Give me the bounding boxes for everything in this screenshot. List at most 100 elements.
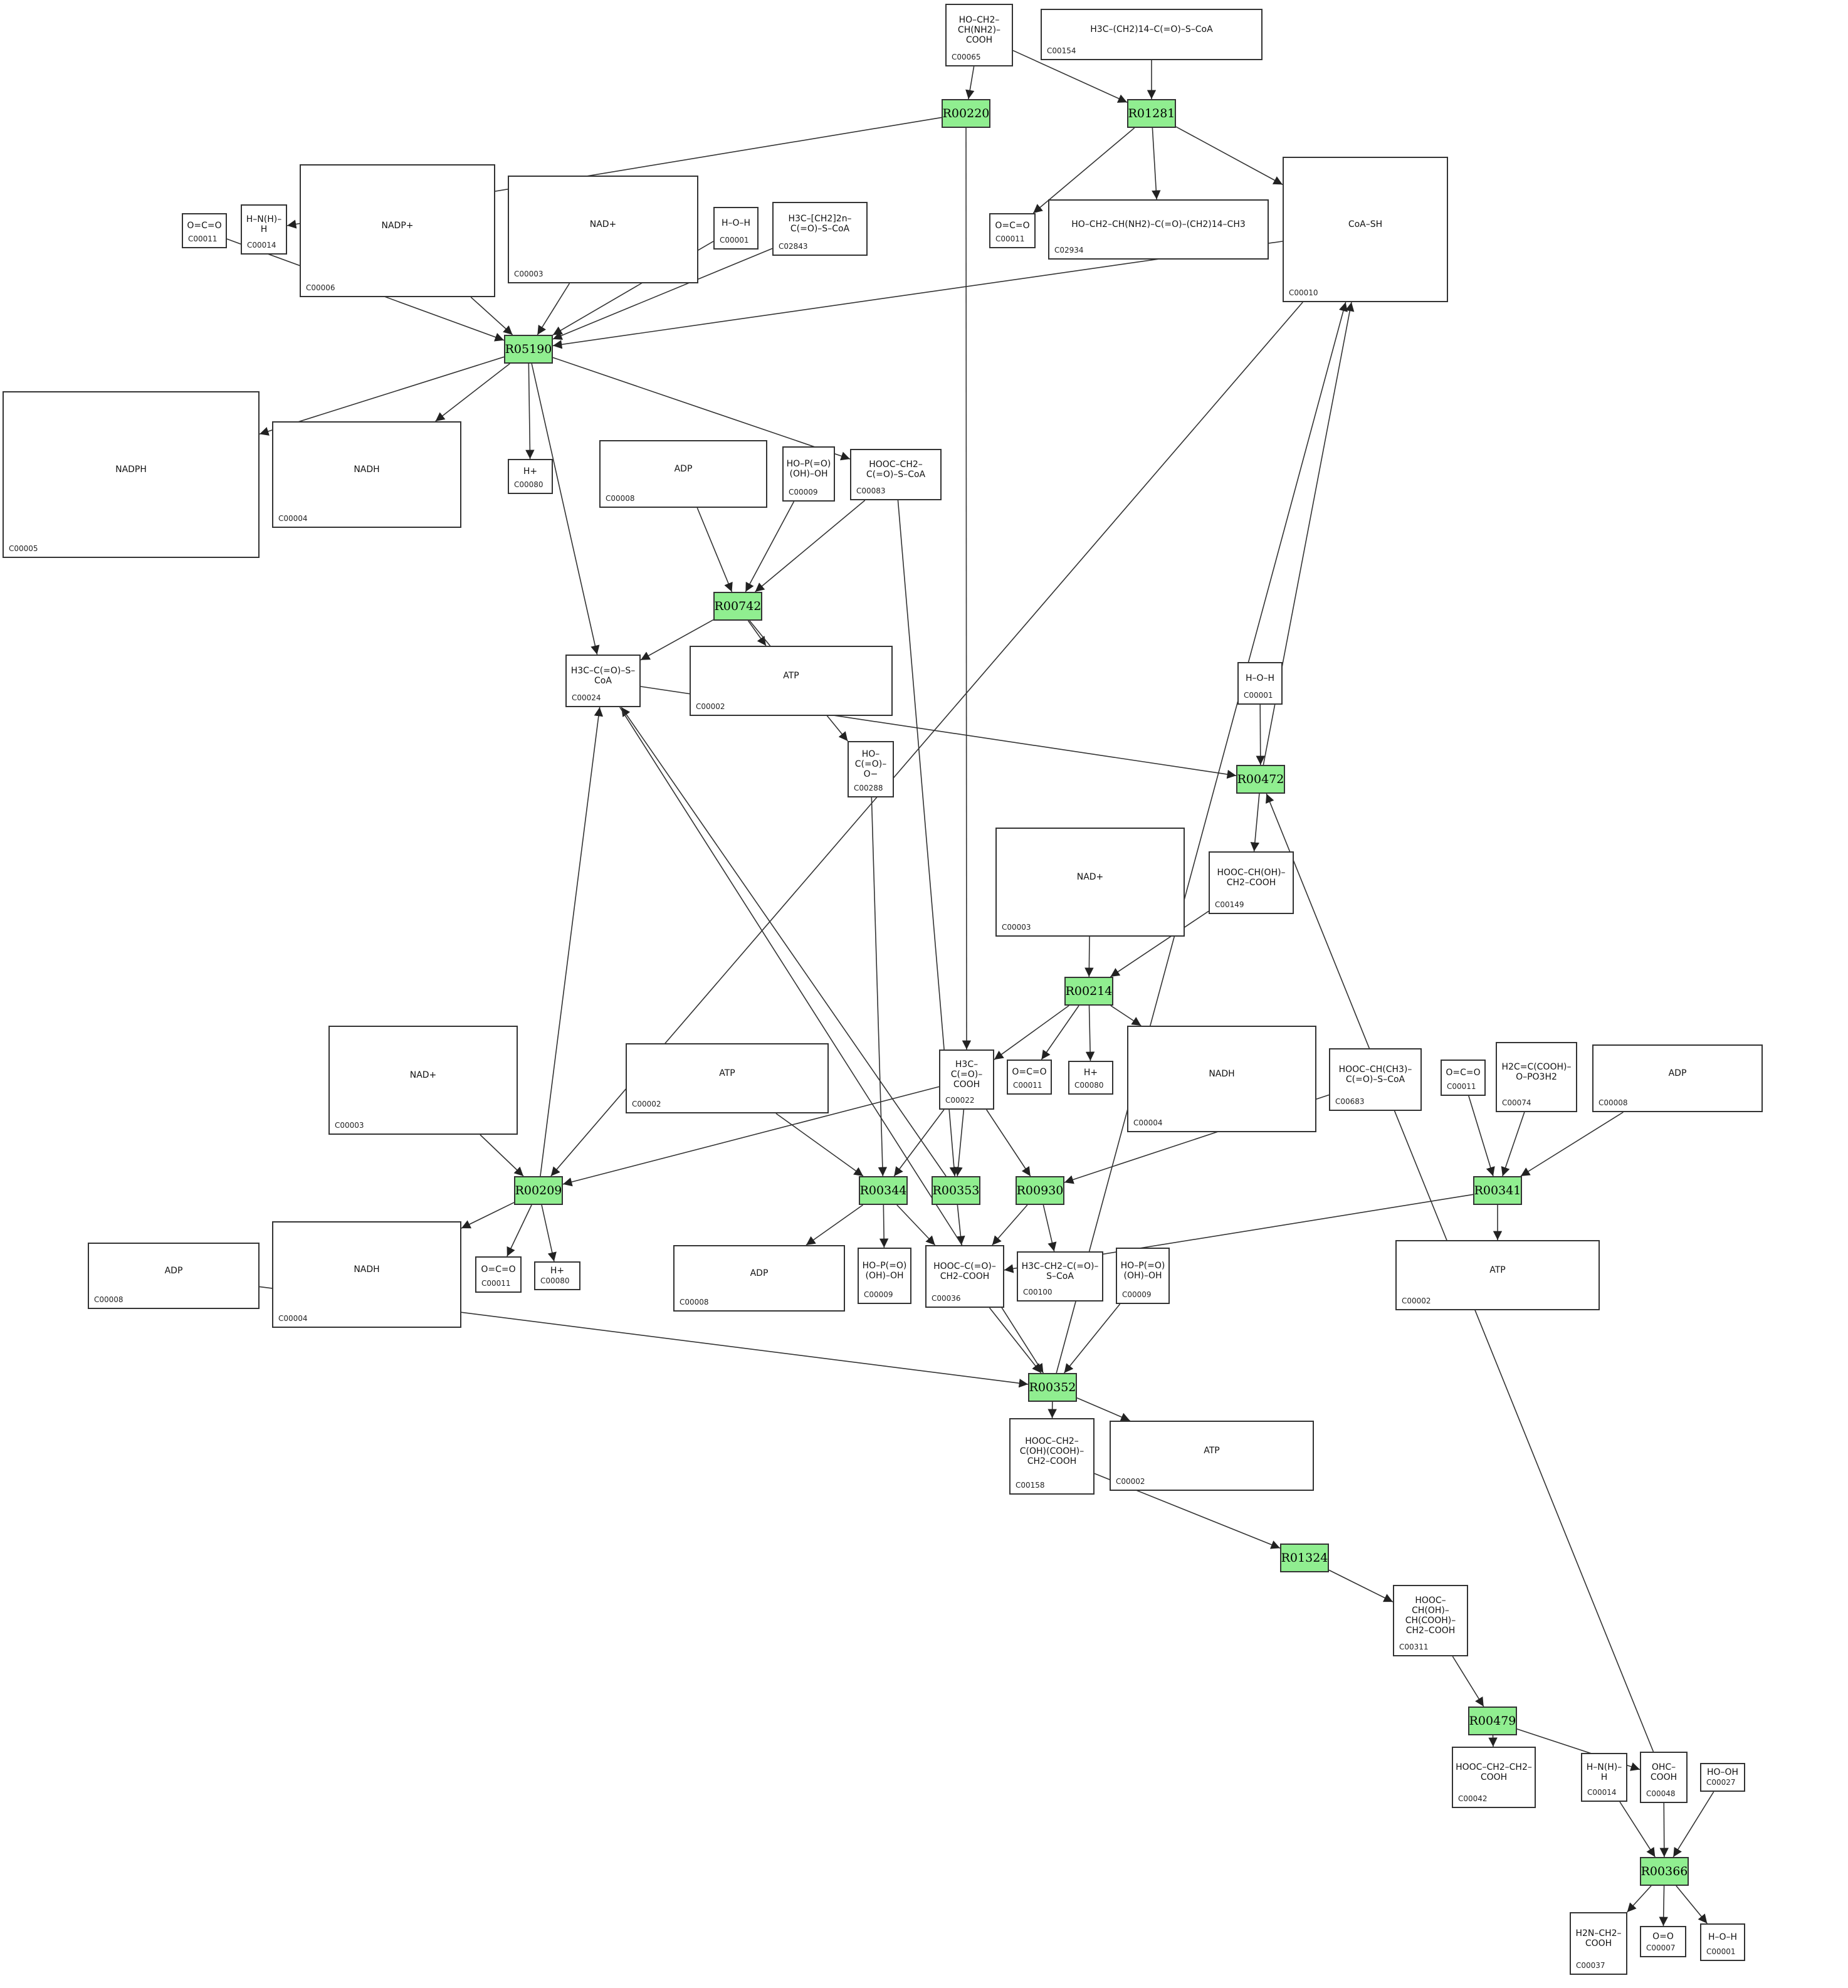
compound-node[interactable]: H+C00080 — [534, 1261, 580, 1290]
structure-formula: H–O–H — [1708, 1932, 1738, 1942]
compound-node[interactable]: NAD+C00003 — [328, 1026, 518, 1135]
compound-label: C00003 — [514, 270, 543, 278]
edge-r_r00352-to-n_c00002d — [1076, 1397, 1130, 1421]
edge-r_r00353-to-n_c00024 — [621, 707, 947, 1177]
compound-label: C00009 — [789, 488, 818, 497]
structure-formula: ADP — [1668, 1068, 1687, 1078]
reaction-node[interactable]: R00220 — [942, 99, 990, 128]
reaction-node[interactable]: R00353 — [932, 1176, 980, 1205]
compound-node[interactable]: H+C00080 — [1068, 1061, 1113, 1095]
edge-r_r01281-to-n_c00011b — [1032, 127, 1135, 214]
reaction-node[interactable]: R01324 — [1280, 1544, 1329, 1572]
compound-node[interactable]: NADP+C00006 — [300, 164, 495, 297]
reaction-node[interactable]: R00479 — [1468, 1707, 1517, 1735]
compound-label: C00011 — [188, 234, 218, 243]
compound-node[interactable]: NAD+C00003 — [995, 828, 1185, 937]
reaction-node[interactable]: R00341 — [1473, 1176, 1522, 1205]
edge-n_c00009c-to-r_r00352 — [1063, 1303, 1121, 1374]
reaction-node[interactable]: R00209 — [514, 1176, 563, 1205]
reaction-node[interactable]: R00742 — [713, 592, 762, 621]
structure-formula: NADH — [354, 465, 380, 475]
edge-r_r00214-to-n_c00080b — [1085, 1005, 1095, 1061]
edge-r_r00344-to-n_c00009b — [879, 1204, 889, 1248]
compound-node[interactable]: NAD+C00003 — [508, 176, 698, 283]
compound-node[interactable]: NADH C00004 — [272, 421, 461, 528]
reaction-node[interactable]: R00344 — [859, 1176, 908, 1205]
compound-label: C00683 — [1335, 1097, 1365, 1106]
reaction-node[interactable]: R00366 — [1640, 1857, 1689, 1886]
edge-n_c00010-to-r_r00209 — [550, 302, 1303, 1177]
structure-formula: HOOC–CH(OH)–CH2–COOH — [1217, 868, 1286, 888]
compound-node[interactable]: H+ C00080 — [508, 459, 553, 494]
compound-label: C00014 — [1587, 1788, 1617, 1797]
compound-label: C02843 — [779, 242, 808, 251]
compound-label: C00027 — [1706, 1778, 1736, 1787]
compound-label: C00009 — [1122, 1290, 1152, 1299]
reaction-node[interactable]: R01281 — [1127, 99, 1176, 128]
compound-label: C00080 — [514, 480, 543, 489]
compound-label: C00004 — [278, 514, 308, 523]
structure-formula: ATP — [719, 1068, 735, 1078]
structure-formula: H+ — [523, 466, 538, 476]
reaction-node[interactable]: R00352 — [1028, 1373, 1077, 1402]
reaction-node[interactable]: R05190 — [504, 335, 553, 364]
reaction-node[interactable]: R00930 — [1016, 1176, 1064, 1205]
compound-node[interactable]: HO–C(=O)–O−C00288 — [848, 741, 894, 797]
structure-formula: HOOC–CH2–CH2–COOH — [1456, 1762, 1532, 1782]
edge-r_r00209-to-n_c00011e — [507, 1204, 532, 1257]
reaction-node[interactable]: R00214 — [1064, 977, 1113, 1006]
structure-formula: ADP — [674, 464, 693, 474]
compound-label: C00100 — [1023, 1288, 1053, 1296]
edge-r_r01324-to-n_c00311 — [1328, 1569, 1394, 1602]
reaction-node[interactable]: R00472 — [1236, 765, 1285, 794]
structure-formula: ADP — [750, 1268, 769, 1278]
structure-formula: NADH — [1209, 1069, 1235, 1079]
edge-n_c00001b-to-r_r00472 — [1256, 704, 1265, 765]
